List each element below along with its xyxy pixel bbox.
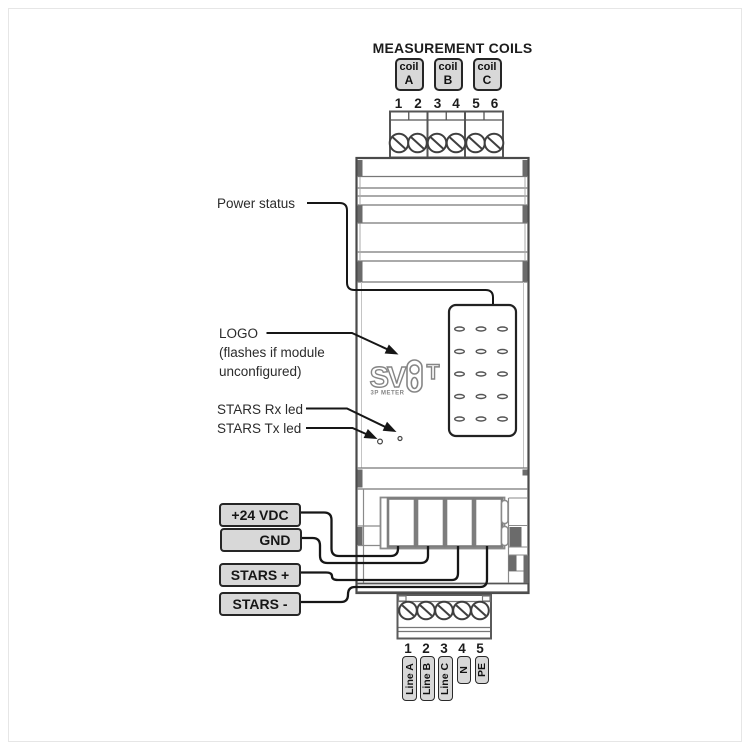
coil-c-word: coil (477, 61, 497, 73)
top-terminal-number-2: 2 (414, 95, 422, 111)
page-title: MEASUREMENT COILS (372, 40, 533, 56)
vent-panel (447, 303, 518, 438)
power-status-label: Power status (217, 195, 296, 211)
stars-tx-line (306, 427, 370, 437)
stars-tx-label: STARS Tx led (217, 421, 302, 436)
top-terminal-number-1: 1 (394, 95, 403, 111)
stars-tx-led (377, 438, 384, 445)
logo-annotation-note1: (flashes if module (219, 345, 325, 361)
neutral-text: N (458, 666, 470, 674)
line-b-tag: Line B (420, 656, 435, 701)
coil-a-word: coil (399, 61, 419, 73)
top-terminal-number-4: 4 (452, 95, 460, 111)
logo-line (266, 332, 391, 352)
bottom-terminal-number-3: 3 (440, 641, 448, 656)
edge-strips (357, 160, 528, 282)
bottom-terminal-number-4: 4 (458, 641, 466, 656)
logo-graphic: SV T 3P METER (369, 359, 440, 397)
logo-subtitle: 3P METER (371, 391, 405, 397)
logo-annotation-note2: unconfigured) (219, 364, 302, 380)
power-status-line (307, 202, 494, 304)
stars-rx-label: STARS Rx led (217, 401, 304, 417)
line-b-text: Line B (421, 662, 434, 695)
coil-b-letter: B (443, 73, 453, 87)
wire-24vdc (297, 511, 400, 558)
top-terminal-block (389, 110, 504, 159)
line-c-tag: Line C (438, 656, 453, 701)
wire-lines (297, 511, 489, 604)
wire-gnd (297, 536, 430, 565)
arrowheads (363, 344, 399, 439)
wire-label-gnd: GND (219, 527, 302, 552)
bottom-terminal-number-1: 1 (404, 641, 412, 656)
coil-b-box: coil B (433, 57, 463, 91)
top-terminal-screws (388, 132, 505, 154)
wire-label-24vdc: +24 VDC (219, 502, 301, 527)
line-a-text: Line A (403, 662, 416, 695)
pe-text: PE (476, 662, 489, 678)
top-terminal-number-3: 3 (433, 95, 442, 111)
top-terminal-number-6: 6 (490, 95, 499, 111)
annotation-lines (266, 202, 494, 437)
status-leds (377, 435, 403, 445)
bottom-terminal-number-2: 2 (422, 641, 430, 656)
stars-rx-line (306, 407, 389, 430)
line-a-tag: Line A (402, 656, 417, 701)
coil-c-box: coil C (472, 57, 502, 91)
logo-annotation-title: LOGO (219, 326, 259, 341)
coil-c-letter: C (482, 73, 492, 87)
coil-a-letter: A (404, 73, 414, 87)
logo-sv-text: SV (370, 362, 407, 394)
wire-label-stars-minus: STARS - (219, 592, 301, 616)
bottom-terminal-block (396, 594, 492, 640)
neutral-tag: N (457, 656, 471, 684)
din-clip (507, 497, 529, 583)
wire-stars-minus (297, 546, 489, 604)
top-terminal-number-5: 5 (472, 95, 480, 111)
logo-annotation: LOGO (flashes if module unconfigured) (219, 324, 325, 382)
pe-tag: PE (475, 656, 489, 684)
bottom-terminal-number-5: 5 (476, 641, 484, 656)
power-terminal-container (379, 496, 509, 550)
coil-a-box: coil A (394, 57, 424, 91)
line-c-text: Line C (439, 662, 452, 695)
wire-stars-plus (297, 546, 460, 582)
page-border (8, 8, 742, 742)
logo-t-text: T (427, 361, 440, 384)
coil-b-word: coil (438, 61, 458, 73)
stars-rx-led (397, 435, 403, 442)
wire-label-stars-plus: STARS + (219, 562, 301, 587)
